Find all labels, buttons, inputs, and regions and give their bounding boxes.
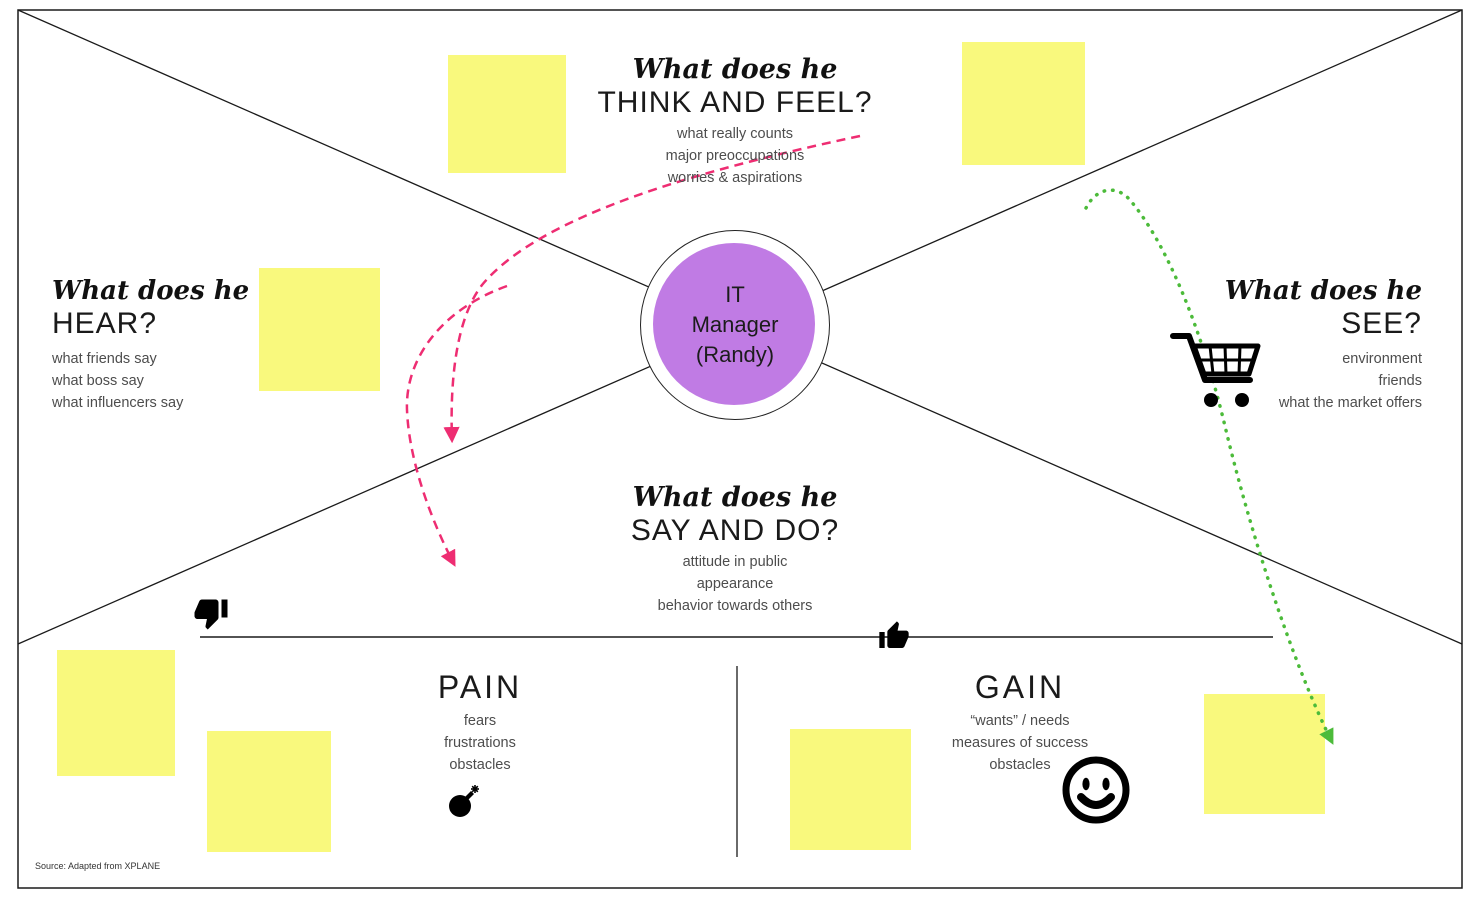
shopping-cart-icon[interactable] (1168, 322, 1268, 414)
quadrant-see: What does he SEE? environment friends wh… (1142, 276, 1422, 414)
persona-label: IT Manager (Randy) (691, 282, 779, 367)
quadrant-hear-item: what influencers say (52, 395, 184, 411)
quadrant-think-and-feel: What does he THINK AND FEEL? what really… (535, 55, 935, 189)
section-pain: PAIN fears frustrations obstacles (330, 668, 630, 776)
quadrant-think-title: THINK AND FEEL? (597, 86, 873, 119)
source-note: Source: Adapted from XPLANE (35, 861, 161, 871)
quadrant-say-item: behavior towards others (657, 598, 813, 614)
quadrant-say-title: SAY AND DO? (630, 514, 840, 547)
thumbs-up-icon[interactable] (878, 620, 910, 652)
quadrant-hear: What does he HEAR? what friends say what… (52, 276, 332, 414)
sticky-note-hear[interactable] (259, 268, 380, 391)
smiley-face-icon[interactable] (1056, 750, 1136, 830)
quadrant-see-item: environment (1342, 351, 1422, 367)
quadrant-see-item: friends (1378, 373, 1422, 389)
pain-item: frustrations (444, 735, 516, 751)
pain-title: PAIN (437, 669, 523, 705)
pain-item: fears (463, 713, 497, 729)
section-gain: GAIN “wants” / needs measures of success… (870, 668, 1170, 776)
quadrant-hear-pre-label: What does he (52, 276, 250, 306)
sticky-note-pain-2[interactable] (207, 731, 331, 852)
gain-title: GAIN (974, 669, 1066, 705)
pain-item: obstacles (449, 757, 511, 773)
quadrant-say-and-do: What does he SAY AND DO? attitude in pub… (535, 483, 935, 617)
gain-item: obstacles (989, 757, 1051, 773)
quadrant-think-item: major preoccupations (665, 148, 805, 164)
quadrant-see-title: SEE? (1341, 307, 1422, 340)
quadrant-think-pre-label: What does he (632, 54, 838, 85)
gain-item: “wants” / needs (970, 713, 1070, 729)
quadrant-think-item: what really counts (676, 126, 794, 142)
quadrant-see-pre-label: What does he (1224, 276, 1422, 306)
gain-item: measures of success (951, 735, 1089, 751)
quadrant-say-item: appearance (696, 576, 774, 592)
sticky-note-top-right[interactable] (962, 42, 1085, 165)
quadrant-hear-title: HEAR? (52, 307, 158, 340)
thumbs-down-icon[interactable] (193, 595, 229, 631)
sticky-note-gain-1[interactable] (790, 729, 911, 850)
sticky-note-gain-2[interactable] (1204, 694, 1325, 814)
quadrant-say-pre-label: What does he (632, 482, 838, 513)
quadrant-see-item: what the market offers (1278, 395, 1422, 411)
sticky-note-pain-1[interactable] (57, 650, 175, 776)
bomb-icon[interactable] (446, 784, 482, 820)
quadrant-hear-item: what boss say (52, 373, 144, 389)
quadrant-think-item: worries & aspirations (667, 170, 803, 186)
quadrant-hear-item: what friends say (52, 351, 157, 367)
quadrant-say-item: attitude in public (682, 554, 788, 570)
persona-circle[interactable]: IT Manager (Randy) (640, 230, 830, 420)
persona-circle-fill (653, 243, 815, 405)
